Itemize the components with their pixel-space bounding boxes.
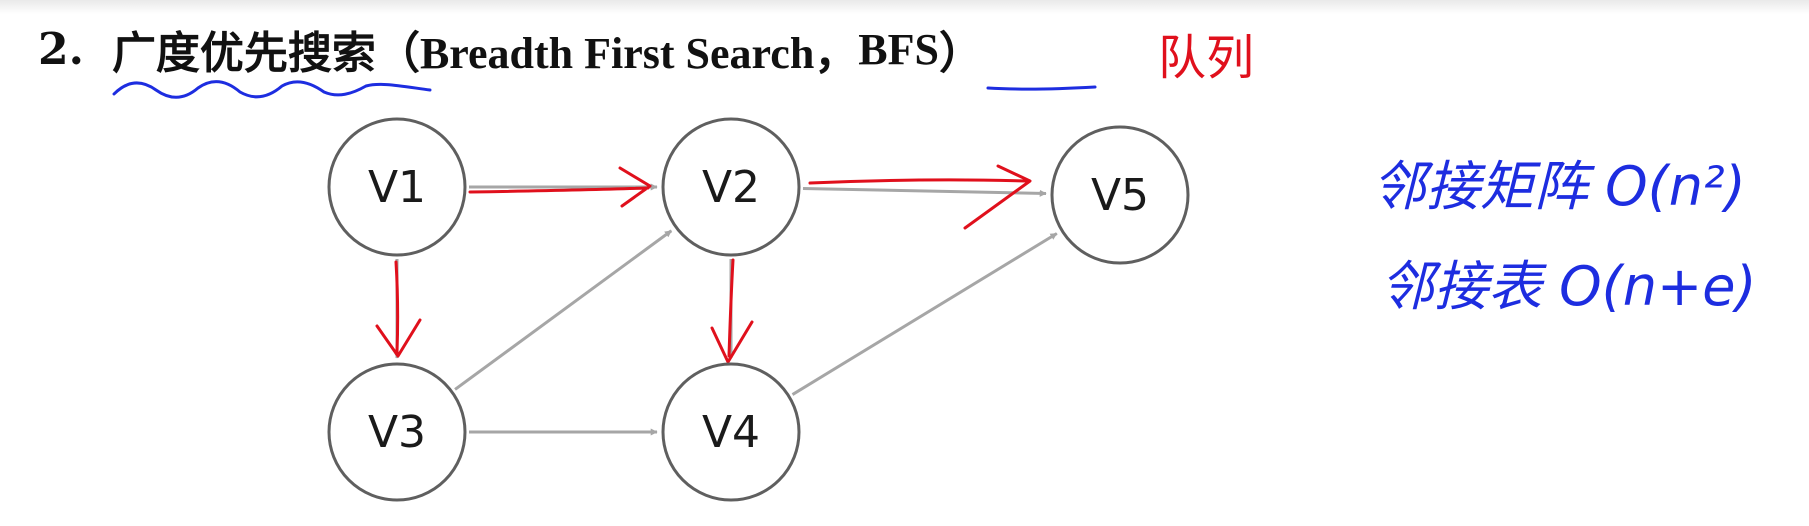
traversal-arrow-v1-v3 (375, 260, 422, 358)
top-shade (0, 0, 1809, 14)
traversal-arrow-v2-v5 (808, 164, 1032, 230)
heading-close-paren: ） (939, 28, 983, 79)
node-circle (661, 362, 801, 502)
heading-title-chinese: 广度优先搜索 (111, 28, 376, 79)
node-v3: V3 (327, 362, 467, 502)
node-circle (327, 117, 467, 257)
node-circle (327, 362, 467, 502)
queue-note: 队列 (1158, 30, 1254, 86)
heading-abbreviation: BFS (858, 24, 939, 74)
node-label: V3 (368, 407, 426, 458)
node-circle (1050, 125, 1190, 265)
node-label: V4 (702, 407, 760, 458)
node-v4: V4 (661, 362, 801, 502)
traversal-arrow-v2-v4 (710, 258, 754, 364)
edge-v3-v2 (454, 229, 673, 391)
edge-v4-v5 (791, 232, 1058, 396)
adjacency-list-note: 邻接表 O(n+e) (1380, 255, 1757, 318)
node-v1: V1 (327, 117, 467, 257)
bfs-underline-ink (986, 85, 1097, 91)
bfs-traversal-ink (375, 164, 1032, 364)
section-heading: 2. 广度优先搜索 （ Breadth First Search， BFS ） (38, 14, 983, 84)
node-circle (661, 117, 801, 257)
edge-v2-v5 (802, 186, 1047, 197)
node-label: V1 (368, 162, 426, 213)
adjacency-matrix-note: 邻接矩阵 O(n²) (1372, 155, 1746, 218)
node-v5: V5 (1050, 125, 1190, 265)
traversal-arrow-v1-v2 (468, 166, 652, 208)
heading-open-paren: （ (375, 28, 420, 79)
section-number: 2. (38, 23, 84, 75)
node-label: V2 (702, 162, 760, 213)
heading-title-english: Breadth First Search， (419, 29, 859, 78)
node-label: V5 (1091, 170, 1149, 221)
node-v2: V2 (661, 117, 801, 257)
wavy-underline-ink (112, 80, 432, 99)
